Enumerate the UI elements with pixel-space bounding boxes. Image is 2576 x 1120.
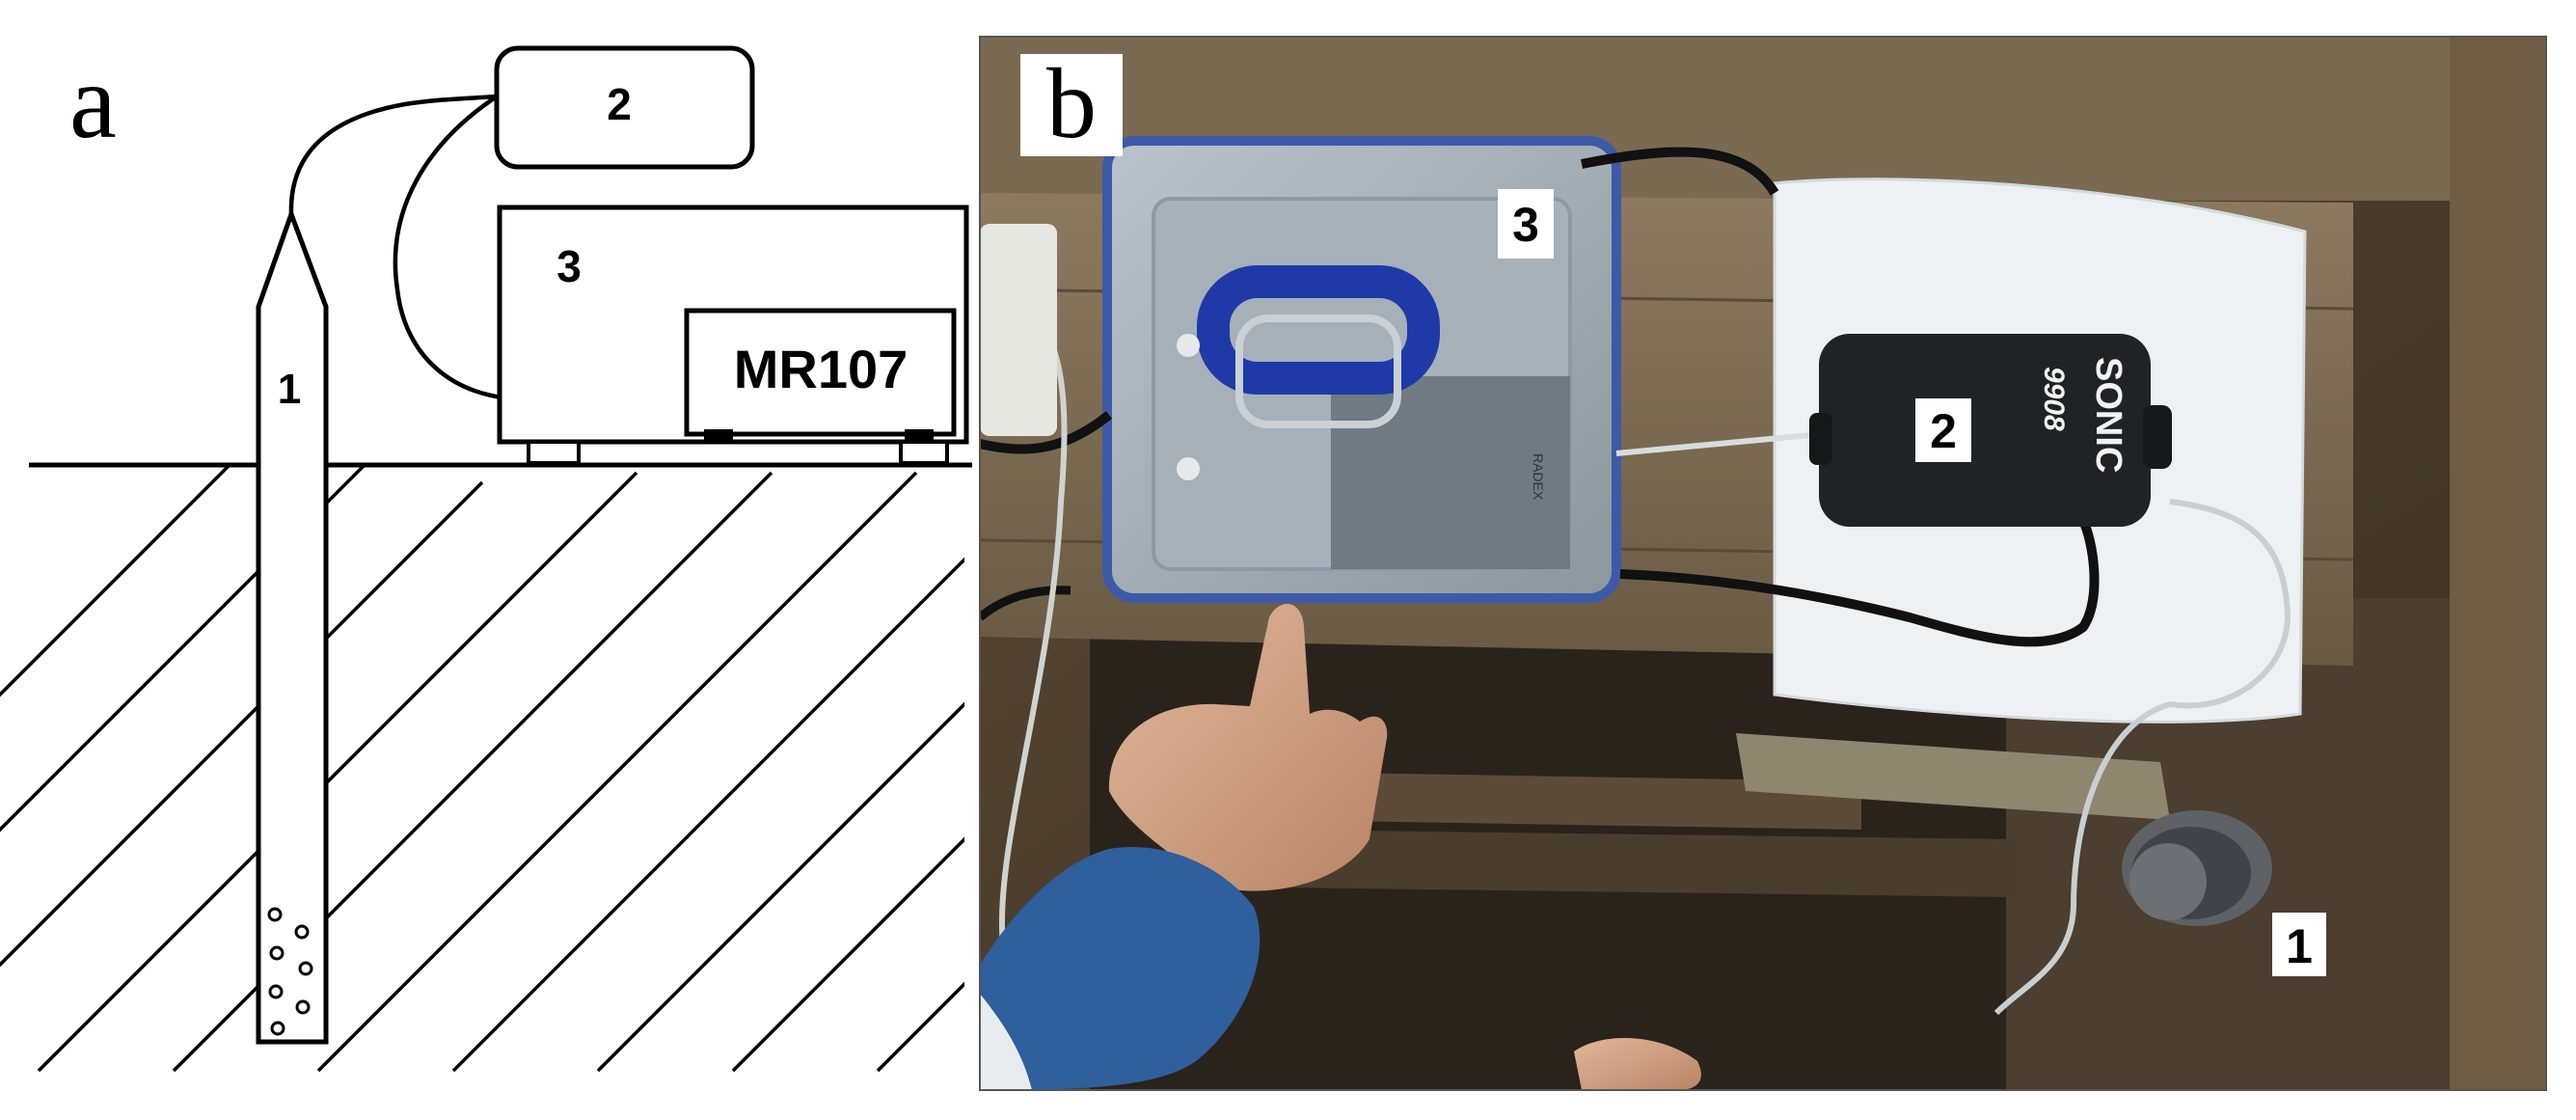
box-tag: RADEX [1531,453,1546,501]
box-foot [899,440,949,465]
box-foot [527,440,581,465]
cable [1581,147,1779,196]
probe-holes [267,907,313,1036]
air-tube [1615,431,1822,456]
cable [980,411,1113,454]
box-handle [1197,265,1440,395]
box-foot [704,429,733,441]
panel-b-letter: b [1046,48,1097,159]
second-hand [1574,1038,1701,1090]
plastic-box-3: RADEX 3 [1102,136,1621,603]
cable [980,586,1071,621]
box-3: 3 MR107 [497,205,969,465]
panel-b-letter-bg [1020,54,1123,156]
shirt-sleeve [980,847,1261,1090]
probe-label: 1 [278,366,301,413]
pump-label: 2 [607,79,632,129]
pump-2: 2 [494,45,755,170]
lower-board [1283,772,1861,830]
cable [1619,518,2100,647]
wall-outlet [980,224,1057,436]
box-label: 3 [556,241,582,291]
instrument-label: MR107 [734,339,908,399]
box-foot [905,429,934,441]
probe-1-top: 1 [2122,810,2326,976]
instrument-mr107 [684,308,957,437]
wood-frame-right [2450,37,2546,1090]
pump-label: 2 [1930,404,1957,458]
panel-b-photo: RADEX 3 SONIC 9908 2 [980,37,2546,1090]
panel-a-schematic: a [0,42,972,1073]
panel-a-letter: a [69,42,117,160]
box-label-bg [1498,189,1554,259]
probe-label: 1 [2286,919,2313,973]
soil-hatching [0,467,964,1073]
tube-pump-to-box [393,95,524,402]
probe-label-bg [2272,913,2326,976]
panel-b-border [979,36,2547,1091]
pointing-hand [980,604,1388,1090]
probe-1: 1 [256,206,329,1045]
lower-board [1736,733,2170,820]
air-tube [1993,499,2291,1016]
air-pump-2: SONIC 9908 2 [1809,334,2172,527]
pump-brand: SONIC [2088,357,2129,473]
lower-board [1283,830,2016,897]
tube-probe-to-pump [288,94,498,215]
pump-label-bg [1915,398,1971,462]
box-label: 3 [1512,198,1539,252]
pump-model: 9908 [2038,367,2070,431]
